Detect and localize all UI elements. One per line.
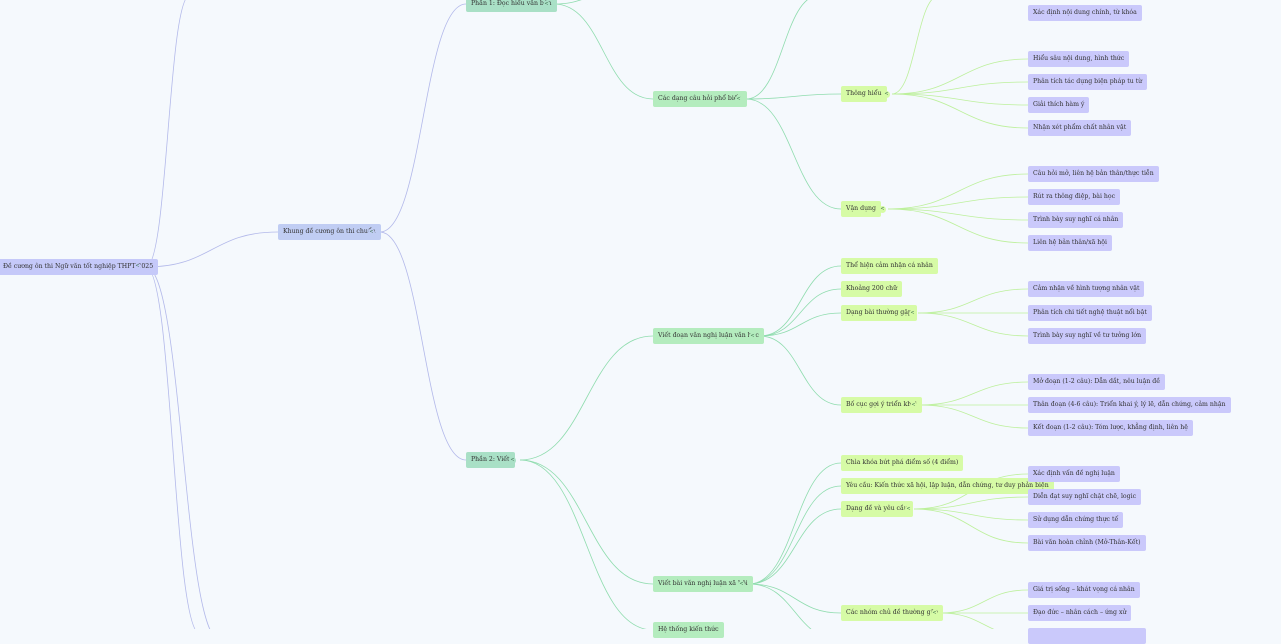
mindmap-edge	[748, 485, 842, 585]
mindmap-edge	[891, 0, 933, 95]
mindmap-edge	[918, 381, 1029, 406]
node-vdo3[interactable]: Dạng bài thường gặp	[841, 305, 917, 321]
collapse-chevron-icon[interactable]: <	[909, 310, 916, 317]
mindmap-edge	[745, 0, 809, 100]
node-thong-hieu[interactable]: Thông hiểu	[841, 86, 887, 102]
node-dang-cau-hoi[interactable]: Các dạng câu hỏi phổ biến	[653, 91, 747, 107]
mindmap-edge	[887, 208, 1029, 244]
mindmap-edge	[891, 93, 1029, 129]
mindmap-edge	[519, 335, 654, 461]
node-th4[interactable]: Nhận xét phẩm chất nhân vật	[1028, 120, 1132, 136]
mindmap-edge	[917, 288, 1029, 314]
mindmap-edges	[145, 0, 1029, 629]
mindmap-edge	[145, 266, 211, 629]
mindmap-edge	[891, 93, 1029, 106]
mindmap-edge	[145, 231, 279, 268]
node-vd1[interactable]: Câu hỏi mở, liên hệ bản thân/thực tiễn	[1028, 166, 1159, 182]
mindmap-edge	[887, 196, 1029, 210]
node-vdo4[interactable]: Bố cục gợi ý triển khai	[841, 397, 922, 413]
mindmap-edge	[939, 612, 995, 629]
node-bc1[interactable]: Mở đoạn (1-2 câu): Dẫn dắt, nêu luận đề	[1028, 374, 1166, 390]
node-khung[interactable]: Khung đề cương ôn thi chuẩn	[278, 224, 381, 240]
node-th1[interactable]: Hiểu sâu nội dung, hình thức	[1028, 51, 1130, 67]
node-vdo1[interactable]: Thể hiện cảm nhận cá nhân	[841, 258, 938, 274]
mindmap-edge	[748, 583, 842, 614]
node-vdo2[interactable]: Khoảng 200 chữ	[841, 281, 903, 297]
node-th3[interactable]: Giải thích hàm ý	[1028, 97, 1090, 113]
mindmap-edge	[887, 173, 1029, 210]
mindmap-edge	[379, 3, 467, 233]
node-dd2[interactable]: Diễn đạt suy nghĩ chặt chẽ, logic	[1028, 489, 1142, 505]
node-bc2[interactable]: Thân đoạn (4-6 câu): Triển khai ý, lý lẽ…	[1028, 397, 1231, 413]
mindmap-edge	[913, 508, 1029, 544]
mindmap-edge	[891, 81, 1029, 95]
mindmap-edge	[913, 508, 1029, 521]
node-th2[interactable]: Phân tích tác dụng biện pháp tu từ	[1028, 74, 1148, 90]
mindmap-edge	[887, 208, 1029, 221]
node-viet-bai[interactable]: Viết bài văn nghị luận xã hội	[653, 576, 753, 592]
node-vd4[interactable]: Liên hệ bản thân/xã hội	[1028, 235, 1112, 251]
node-cd3-partial[interactable]	[1028, 628, 1146, 644]
node-dd3[interactable]: Sử dụng dẫn chứng thực tế	[1028, 512, 1124, 528]
collapse-chevron-icon[interactable]: <	[905, 506, 912, 513]
mindmap-edge	[759, 312, 842, 337]
node-bc3[interactable]: Kết đoạn (1-2 câu): Tóm lược, khẳng định…	[1028, 420, 1193, 436]
collapse-chevron-icon[interactable]: <	[879, 206, 886, 213]
node-dbtg2[interactable]: Phân tích chi tiết nghệ thuật nổi bật	[1028, 305, 1152, 321]
node-vb4[interactable]: Các nhóm chủ đề thường gặp	[841, 605, 944, 621]
mindmap-edge	[918, 404, 1029, 429]
collapse-chevron-icon[interactable]: <	[931, 610, 938, 617]
collapse-chevron-icon[interactable]: <	[735, 96, 742, 103]
mindmap-edge	[748, 508, 842, 585]
mindmap-edge	[759, 288, 842, 337]
mindmap-edge	[745, 93, 842, 100]
mindmap-edge	[519, 459, 654, 585]
collapse-chevron-icon[interactable]: <	[883, 91, 890, 98]
node-cd1[interactable]: Giá trị sống – khát vọng cá nhân	[1028, 582, 1140, 598]
mindmap-edge	[913, 496, 1029, 510]
collapse-chevron-icon[interactable]: <	[368, 229, 375, 236]
node-vb1[interactable]: Chìa khóa bứt phá điểm số (4 điểm)	[841, 455, 964, 471]
mindmap-edge	[748, 462, 842, 585]
root-node[interactable]: Đề cương ôn thi Ngữ văn tốt nghiệp THPT …	[0, 259, 159, 275]
node-phan-1[interactable]: Phần 1: Đọc hiểu văn bản	[466, 0, 557, 12]
node-partial[interactable]: Hệ thống kiến thức	[653, 622, 724, 638]
mindmap-edge	[553, 3, 654, 100]
node-vb2[interactable]: Yêu cầu: Kiến thức xã hội, lập luận, dẫn…	[841, 478, 1054, 494]
node-dd1[interactable]: Xác định vấn đề nghị luận	[1028, 466, 1120, 482]
mindmap-edge	[553, 0, 582, 5]
node-dd4[interactable]: Bài văn hoàn chỉnh (Mở-Thân-Kết)	[1028, 535, 1146, 551]
node-vd2[interactable]: Rút ra thông điệp, bài học	[1028, 189, 1121, 205]
node-van-dung[interactable]: Vận dụng	[841, 201, 882, 217]
mindmap-edge	[939, 589, 1029, 614]
node-cd2[interactable]: Đạo đức – nhân cách – ứng xử	[1028, 605, 1132, 621]
mindmap-edge	[379, 231, 467, 461]
node-phan-2[interactable]: Phần 2: Viết	[466, 452, 515, 468]
mindmap-edge	[759, 335, 842, 406]
node-viet-doan[interactable]: Viết đoạn văn nghị luận văn học	[653, 328, 764, 344]
collapse-chevron-icon[interactable]: <	[738, 581, 745, 588]
mindmap-edge	[745, 98, 842, 210]
mindmap-edge	[145, 0, 186, 268]
mindmap-edge	[759, 265, 842, 337]
collapse-chevron-icon[interactable]: <	[509, 457, 516, 464]
collapse-chevron-icon[interactable]: <	[910, 402, 917, 409]
mindmap-edge	[145, 266, 196, 629]
node-xac-dinh[interactable]: Xác định nội dung chính, từ khóa	[1028, 5, 1142, 21]
node-dbtg3[interactable]: Trình bày suy nghĩ về tư tưởng lớn	[1028, 328, 1147, 344]
node-vd3[interactable]: Trình bày suy nghĩ cá nhân	[1028, 212, 1124, 228]
node-dbtg1[interactable]: Cảm nhận về hình tượng nhân vật	[1028, 281, 1145, 297]
mindmap-edge	[917, 312, 1029, 337]
collapse-chevron-icon[interactable]: <	[134, 263, 141, 270]
node-vb3[interactable]: Dạng đề và yêu cầu	[841, 501, 913, 517]
mindmap-edge	[748, 583, 812, 629]
mindmap-edge	[891, 58, 1029, 95]
mindmap-edge	[519, 459, 649, 629]
collapse-chevron-icon[interactable]: <	[543, 1, 550, 8]
collapse-chevron-icon[interactable]: <	[749, 333, 756, 340]
